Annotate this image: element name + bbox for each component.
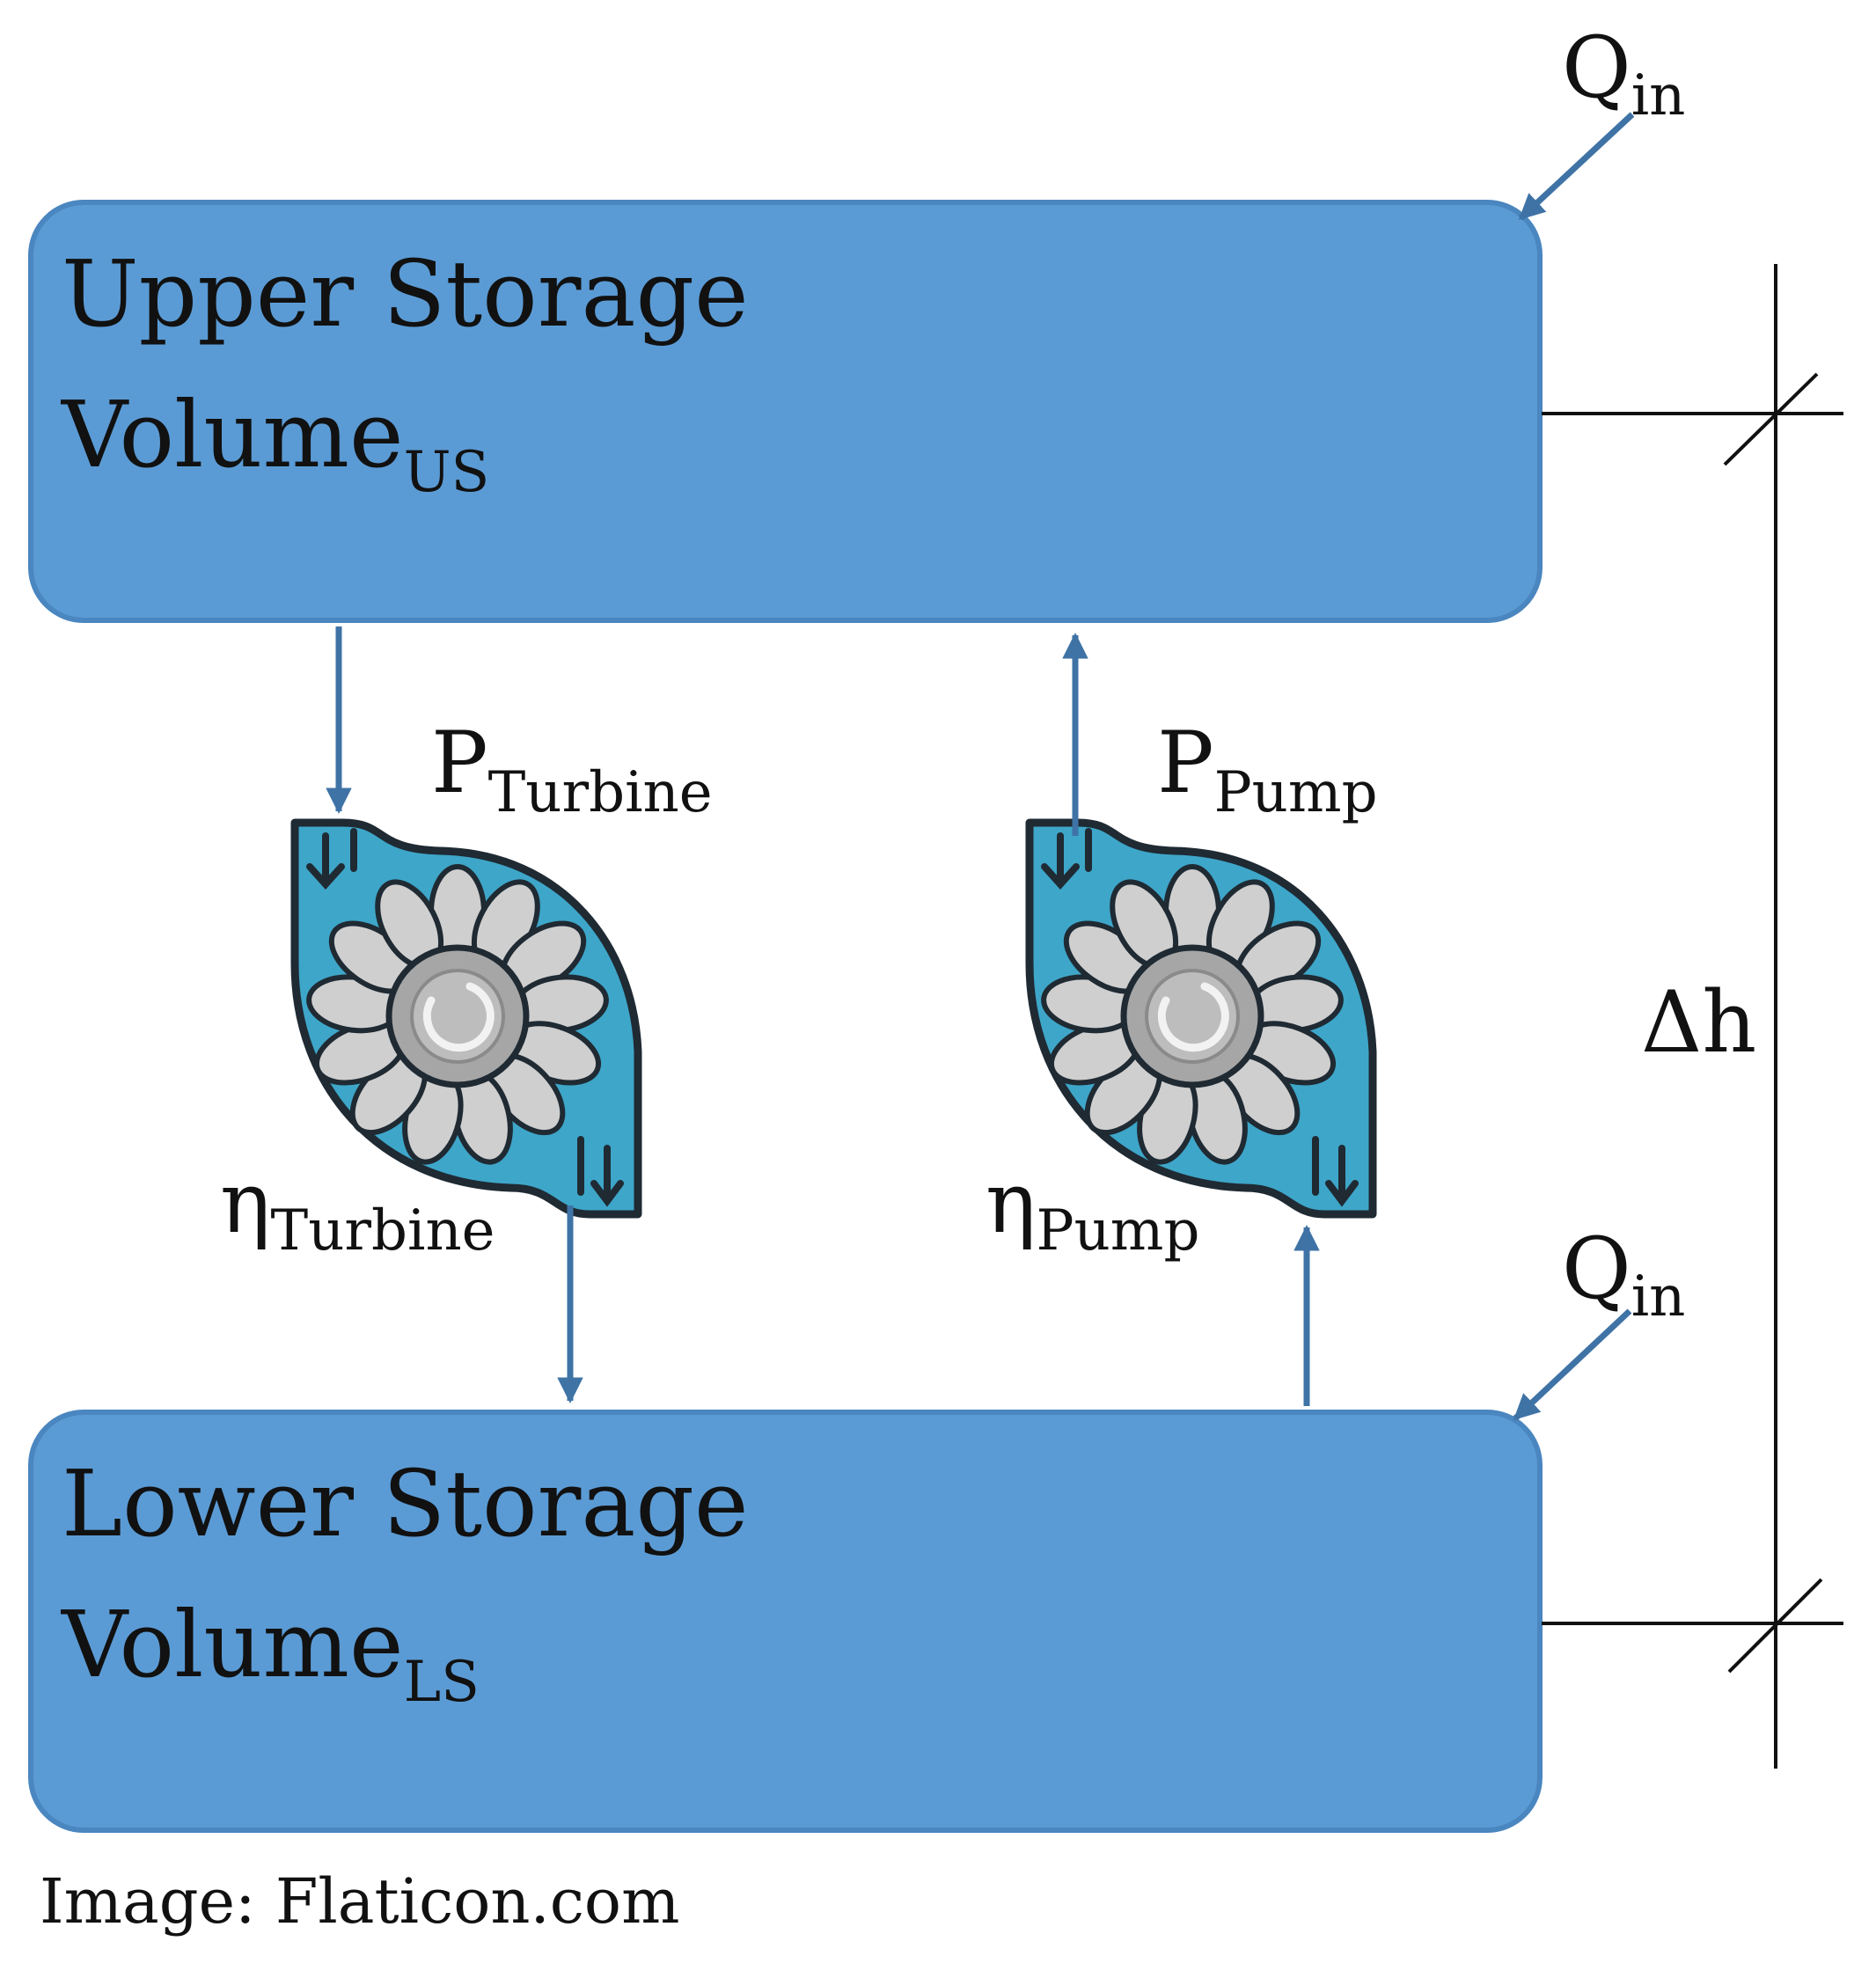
turbine-efficiency-label: ηTurbine [220,1154,495,1264]
head-dimension [1542,264,1843,1769]
inflow-lower-label: Qin [1562,1220,1685,1330]
pump-power-label: PPump [1157,714,1378,825]
lower-storage-title: Lower Storage [62,1450,749,1557]
upper-storage-box [28,200,1543,623]
water-pump-icon [1030,823,1373,1214]
lower-storage-volume-label: VolumeLS [60,1591,480,1715]
turbine-power-label: PTurbine [431,714,713,825]
upper-storage-title: Upper Storage [62,240,749,348]
inflow-arrow-lower [1513,1308,1632,1421]
image-credit: Image: Flaticon.com [40,1865,679,1938]
upper-storage-volume-label: VolumeUS [60,381,489,505]
pump-efficiency-label: ηPump [986,1154,1199,1264]
lower-storage-box [28,1410,1543,1833]
inflow-upper-label: Qin [1562,18,1685,128]
water-turbine-icon [295,823,638,1214]
head-label: Δh [1641,973,1756,1072]
inflow-arrow-upper [1518,112,1635,221]
